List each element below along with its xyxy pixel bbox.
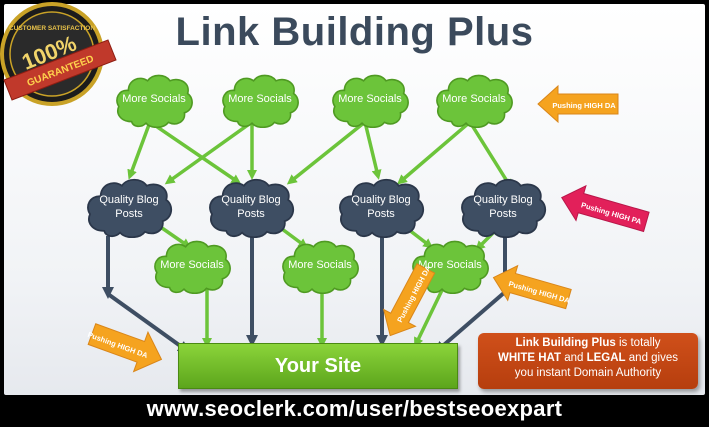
social-label: More Socials <box>228 93 292 105</box>
info-brand: Link Building Plus <box>515 337 616 349</box>
info-white-hat: WHITE HAT <box>497 352 562 364</box>
guarantee-badge: CUSTOMER SATISFACTION 100% GUARANTEED <box>0 2 117 106</box>
blog-label-line1: Quality Blog <box>473 194 532 206</box>
blog-label-line1: Quality Blog <box>221 194 280 206</box>
social-label: More Socials <box>442 93 506 105</box>
info-line-1: Link Building Plus is totally <box>478 336 698 351</box>
social-cloud-3: More Socials <box>332 74 409 128</box>
social-cloud-6: More Socials <box>282 240 359 294</box>
page-title: Link Building Plus <box>175 10 534 54</box>
info-legal: LEGAL <box>586 352 626 364</box>
your-site-box: Your Site <box>178 343 458 389</box>
blog-cloud-1: Quality Blog Posts <box>87 178 173 238</box>
blog-cloud-2: Quality Blog Posts <box>209 178 295 238</box>
pushing-pa-arrow: Pushing HIGH PA <box>561 184 650 233</box>
footer-url[interactable]: www.seoclerk.com/user/bestseoexpart <box>146 396 563 421</box>
blog-cloud-3: Quality Blog Posts <box>339 178 425 238</box>
social-label: More Socials <box>288 259 352 271</box>
pushing-da-arrow-right: Pushing HIGH DA <box>492 264 572 310</box>
blog-label-line1: Quality Blog <box>99 194 158 206</box>
social-label: More Socials <box>160 259 224 271</box>
blog-label-line2: Posts <box>367 208 395 220</box>
blog-label-line1: Quality Blog <box>351 194 410 206</box>
social-label: More Socials <box>338 93 402 105</box>
pushing-da-arrow-left: Pushing HIGH DA <box>86 323 163 373</box>
info-box: Link Building Plus is totally WHITE HAT … <box>478 333 698 389</box>
info-text1: is totally <box>615 337 661 349</box>
social-cloud-1: More Socials <box>116 74 193 128</box>
info-line-3: you instant Domain Authority <box>514 367 662 379</box>
info-text2: and gives <box>625 352 679 364</box>
blog-cloud-4: Quality Blog Posts <box>461 178 547 238</box>
social-label: More Socials <box>122 93 186 105</box>
social-label: More Socials <box>418 259 482 271</box>
social-to-blog-arrows <box>127 120 513 190</box>
social-cloud-5: More Socials <box>154 240 231 294</box>
social-cloud-2: More Socials <box>222 74 299 128</box>
social-to-site-arrows <box>202 285 446 348</box>
social-cloud-4: More Socials <box>436 74 513 128</box>
your-site-label: Your Site <box>274 354 362 377</box>
pushing-da-label: Pushing HIGH DA <box>552 101 616 110</box>
pushing-da-arrow-top: Pushing HIGH DA <box>537 84 619 124</box>
blog-to-site-arrows <box>102 234 511 354</box>
info-line-2: WHITE HAT and LEGAL and gives <box>478 351 698 366</box>
info-and: and <box>561 352 587 364</box>
blog-label-line2: Posts <box>237 208 265 220</box>
blog-label-line2: Posts <box>489 208 517 220</box>
blog-label-line2: Posts <box>115 208 143 220</box>
badge-top-text: CUSTOMER SATISFACTION <box>9 25 95 32</box>
social-cloud-7: More Socials <box>412 240 489 294</box>
